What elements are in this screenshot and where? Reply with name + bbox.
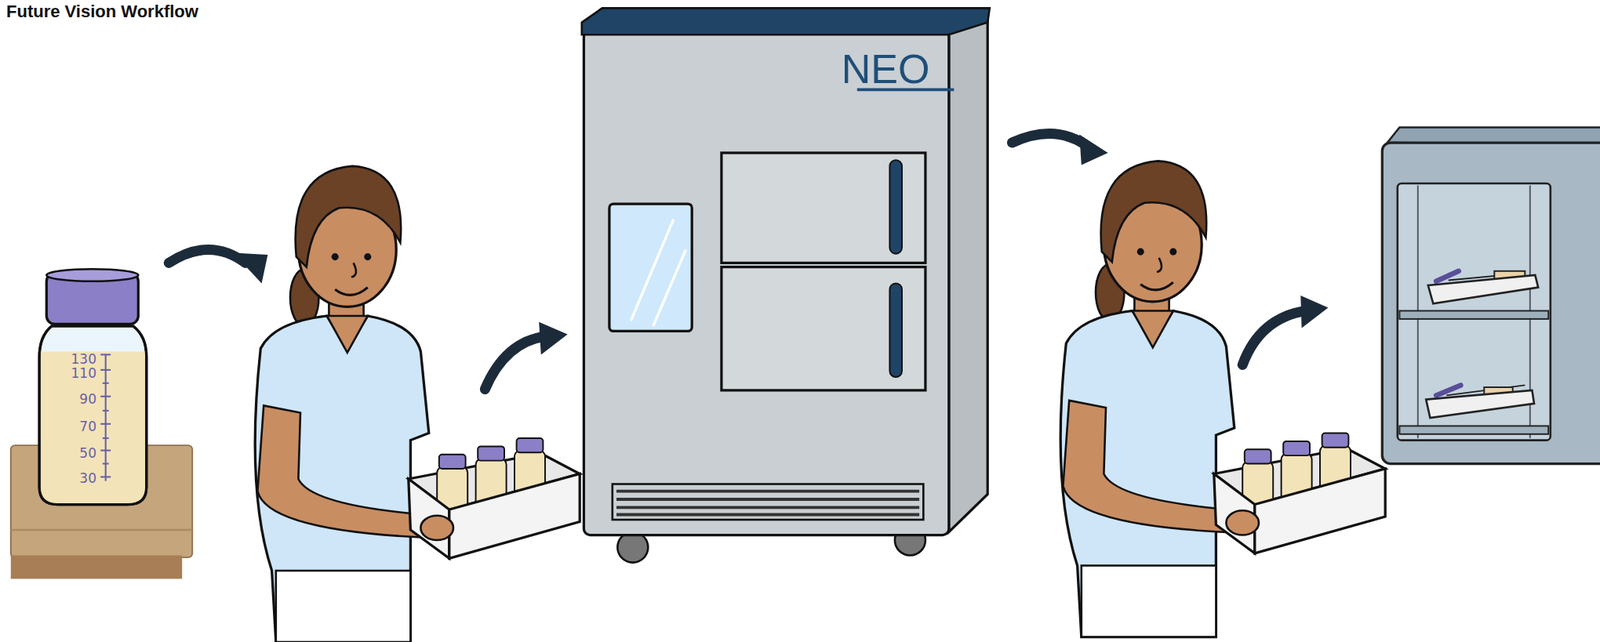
- scale-number: 70: [79, 420, 97, 434]
- scale-number: 50: [79, 447, 97, 461]
- nurse-figure: [1060, 160, 1386, 637]
- machine-label: NEO: [841, 48, 931, 90]
- scale-number: 130: [71, 352, 97, 367]
- milk-bottle: 130110 90 70 50 30: [38, 328, 146, 506]
- scale-number: 90: [79, 392, 97, 407]
- scale-number: 110: [71, 367, 97, 381]
- neo-machine: NEO: [581, 30, 950, 536]
- scale-number: 30: [79, 472, 97, 486]
- nurse-figure: [254, 166, 580, 642]
- diagram-title: Future Vision Workflow: [6, 1, 199, 22]
